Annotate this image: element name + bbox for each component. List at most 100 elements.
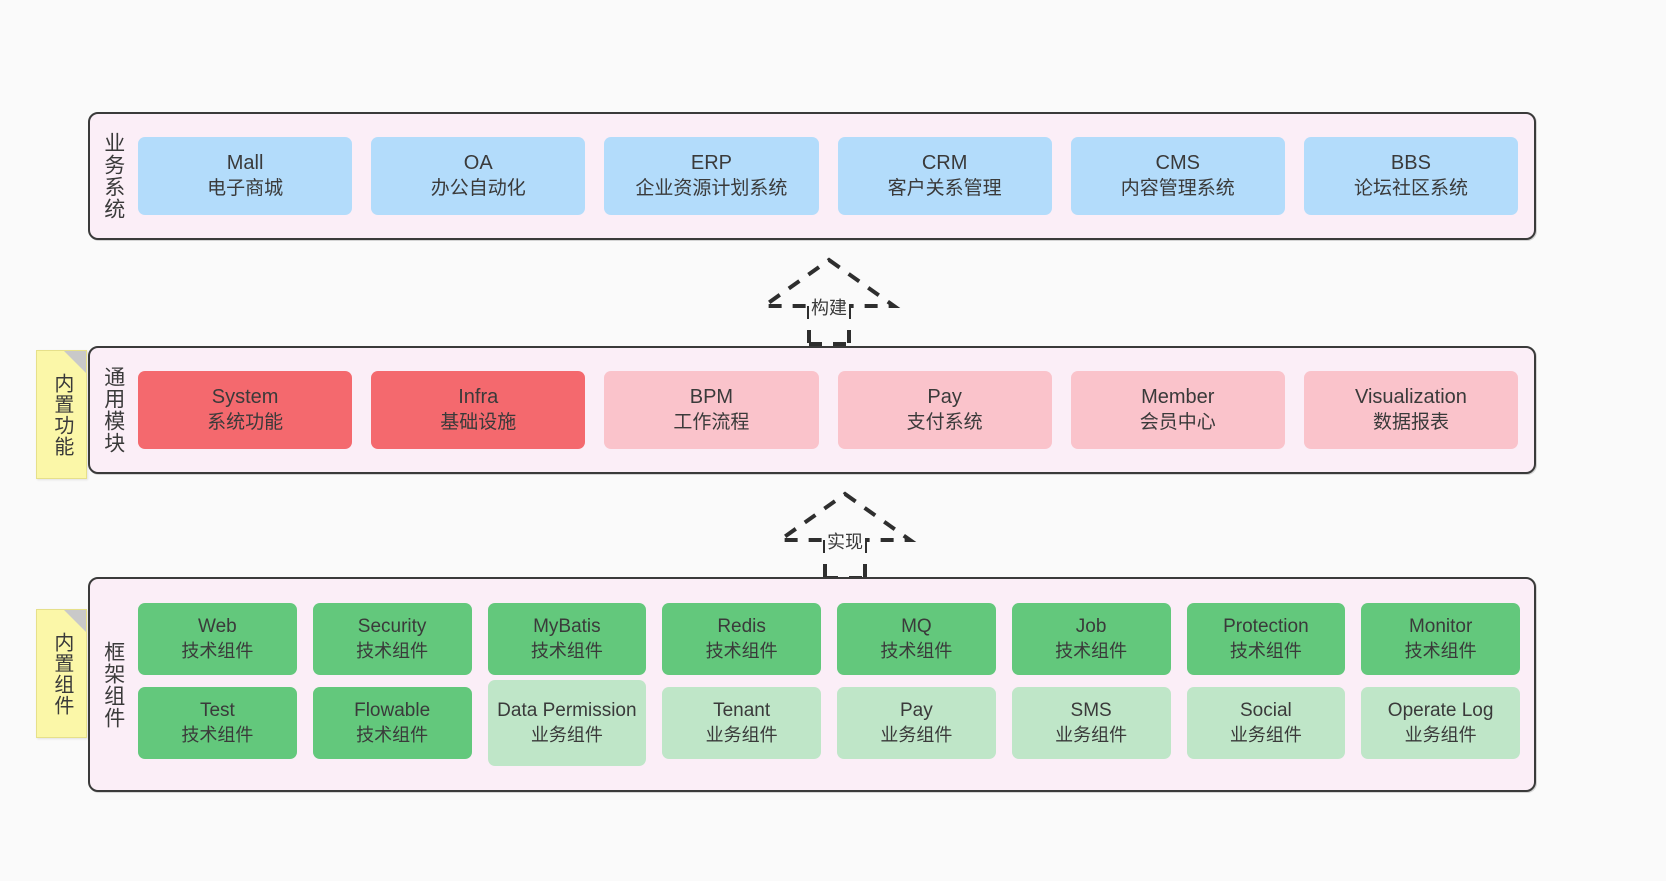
card-title: Pay	[900, 700, 933, 722]
card-title: Security	[357, 616, 427, 638]
card-subtitle: 业务组件	[880, 724, 953, 745]
card-subtitle: 技术组件	[356, 640, 429, 661]
card-erp[interactable]: ERP 企业资源计划系统	[604, 137, 819, 215]
card-title: MQ	[901, 616, 932, 638]
card-title: Pay	[927, 386, 962, 409]
card-subtitle: 数据报表	[1372, 411, 1449, 433]
card-title: Infra	[458, 386, 499, 409]
card-security[interactable]: Security 技术组件	[312, 603, 472, 675]
card-title: CRM	[921, 152, 968, 175]
layer-business-items: Mall 电子商城 OA 办公自动化 ERP 企业资源计划系统 CRM 客户关系…	[136, 114, 1534, 238]
layer-framework-items: Web 技术组件 Security 技术组件 MyBatis 技术组件 Redi…	[136, 579, 1534, 790]
card-title: Job	[1075, 616, 1107, 638]
layer-common-modules: 通用模块 System 系统功能 Infra 基础设施 BPM 工作流程 Pay…	[88, 346, 1536, 474]
arrow-implement: 实现	[770, 488, 920, 580]
card-test[interactable]: Test 技术组件	[138, 687, 297, 759]
layer-modules-title: 通用模块	[101, 366, 125, 454]
card-subtitle: 业务组件	[1055, 724, 1128, 745]
card-title: Test	[199, 700, 235, 722]
card-title: System	[211, 386, 279, 409]
card-title: Operate Log	[1387, 700, 1494, 722]
layer-framework-title: 框架组件	[101, 640, 125, 729]
sticky-note-builtin-features: 内置功能	[36, 350, 87, 479]
card-bbs[interactable]: BBS 论坛社区系统	[1303, 137, 1519, 215]
card-title: Social	[1240, 700, 1292, 722]
layer-framework-components: 框架组件 Web 技术组件 Security 技术组件 MyBatis 技术组件…	[88, 577, 1536, 792]
card-title: Mall	[226, 152, 264, 175]
card-flowable[interactable]: Flowable 技术组件	[312, 687, 472, 759]
card-infra[interactable]: Infra 基础设施	[371, 371, 586, 449]
card-subtitle: 技术组件	[1229, 640, 1302, 661]
card-social[interactable]: Social 业务组件	[1186, 687, 1346, 759]
card-subtitle: 技术组件	[705, 640, 778, 661]
card-subtitle: 内容管理系统	[1120, 177, 1235, 199]
card-title: Redis	[717, 616, 766, 638]
card-title: MyBatis	[533, 616, 601, 638]
framework-row-technical: Web 技术组件 Security 技术组件 MyBatis 技术组件 Redi…	[138, 603, 1520, 675]
card-system[interactable]: System 系统功能	[138, 371, 353, 449]
card-title: SMS	[1070, 700, 1112, 722]
card-title: Member	[1141, 386, 1215, 409]
card-subtitle: 系统功能	[207, 411, 284, 433]
sticky-label: 内置功能	[50, 372, 73, 457]
sticky-note-builtin-components: 内置组件	[36, 609, 87, 738]
card-title: ERP	[690, 152, 732, 175]
card-data-permission[interactable]: Data Permission 业务组件	[487, 680, 647, 766]
card-title: OA	[463, 152, 493, 175]
card-subtitle: 论坛社区系统	[1353, 177, 1468, 199]
card-tenant[interactable]: Tenant 业务组件	[662, 687, 821, 759]
card-mybatis[interactable]: MyBatis 技术组件	[487, 603, 647, 675]
card-sms[interactable]: SMS 业务组件	[1011, 687, 1171, 759]
arrow-implement-label: 实现	[825, 528, 865, 554]
sticky-label: 内置组件	[50, 631, 73, 716]
card-mall[interactable]: Mall 电子商城	[138, 137, 353, 215]
card-oa[interactable]: OA 办公自动化	[371, 137, 586, 215]
card-title: CMS	[1155, 152, 1200, 175]
card-subtitle: 基础设施	[440, 411, 517, 433]
card-subtitle: 技术组件	[530, 640, 603, 661]
card-title: Tenant	[713, 700, 771, 722]
card-operate-log[interactable]: Operate Log 业务组件	[1361, 687, 1520, 759]
card-subtitle: 办公自动化	[430, 177, 526, 199]
card-subtitle: 业务组件	[530, 724, 603, 745]
card-monitor[interactable]: Monitor 技术组件	[1361, 603, 1520, 675]
card-visualization[interactable]: Visualization 数据报表	[1303, 371, 1519, 449]
card-redis[interactable]: Redis 技术组件	[662, 603, 821, 675]
card-title: Flowable	[354, 700, 431, 722]
card-title: BPM	[689, 386, 734, 409]
card-subtitle: 电子商城	[207, 177, 284, 199]
framework-row-business: Test 技术组件 Flowable 技术组件 Data Permission …	[138, 680, 1520, 766]
card-subtitle: 客户关系管理	[887, 177, 1002, 199]
layer-business-systems: 业务系统 Mall 电子商城 OA 办公自动化 ERP 企业资源计划系统 CRM…	[88, 112, 1536, 240]
card-pay-component[interactable]: Pay 业务组件	[837, 687, 996, 759]
card-subtitle: 技术组件	[1404, 640, 1477, 661]
card-title: Protection	[1223, 616, 1309, 638]
card-bpm[interactable]: BPM 工作流程	[604, 371, 819, 449]
card-mq[interactable]: MQ 技术组件	[837, 603, 996, 675]
card-subtitle: 业务组件	[1404, 724, 1477, 745]
card-cms[interactable]: CMS 内容管理系统	[1070, 137, 1285, 215]
arrow-build: 构建	[754, 254, 904, 346]
card-subtitle: 技术组件	[880, 640, 953, 661]
card-subtitle: 技术组件	[181, 724, 254, 745]
layer-business-title: 业务系统	[101, 132, 125, 220]
card-member[interactable]: Member 会员中心	[1070, 371, 1285, 449]
card-subtitle: 技术组件	[356, 724, 429, 745]
card-job[interactable]: Job 技术组件	[1011, 603, 1171, 675]
card-subtitle: 工作流程	[673, 411, 750, 433]
arrow-build-label: 构建	[809, 294, 849, 320]
layer-modules-items: System 系统功能 Infra 基础设施 BPM 工作流程 Pay 支付系统…	[136, 348, 1534, 472]
card-title: Data Permission	[497, 700, 637, 722]
card-title: Monitor	[1408, 616, 1473, 638]
card-subtitle: 技术组件	[181, 640, 254, 661]
card-web[interactable]: Web 技术组件	[138, 603, 297, 675]
card-subtitle: 支付系统	[906, 411, 983, 433]
card-crm[interactable]: CRM 客户关系管理	[837, 137, 1052, 215]
card-pay[interactable]: Pay 支付系统	[837, 371, 1052, 449]
card-title: BBS	[1390, 152, 1431, 175]
card-subtitle: 业务组件	[1229, 724, 1302, 745]
card-title: Visualization	[1354, 386, 1467, 409]
card-subtitle: 业务组件	[705, 724, 778, 745]
card-protection[interactable]: Protection 技术组件	[1186, 603, 1346, 675]
